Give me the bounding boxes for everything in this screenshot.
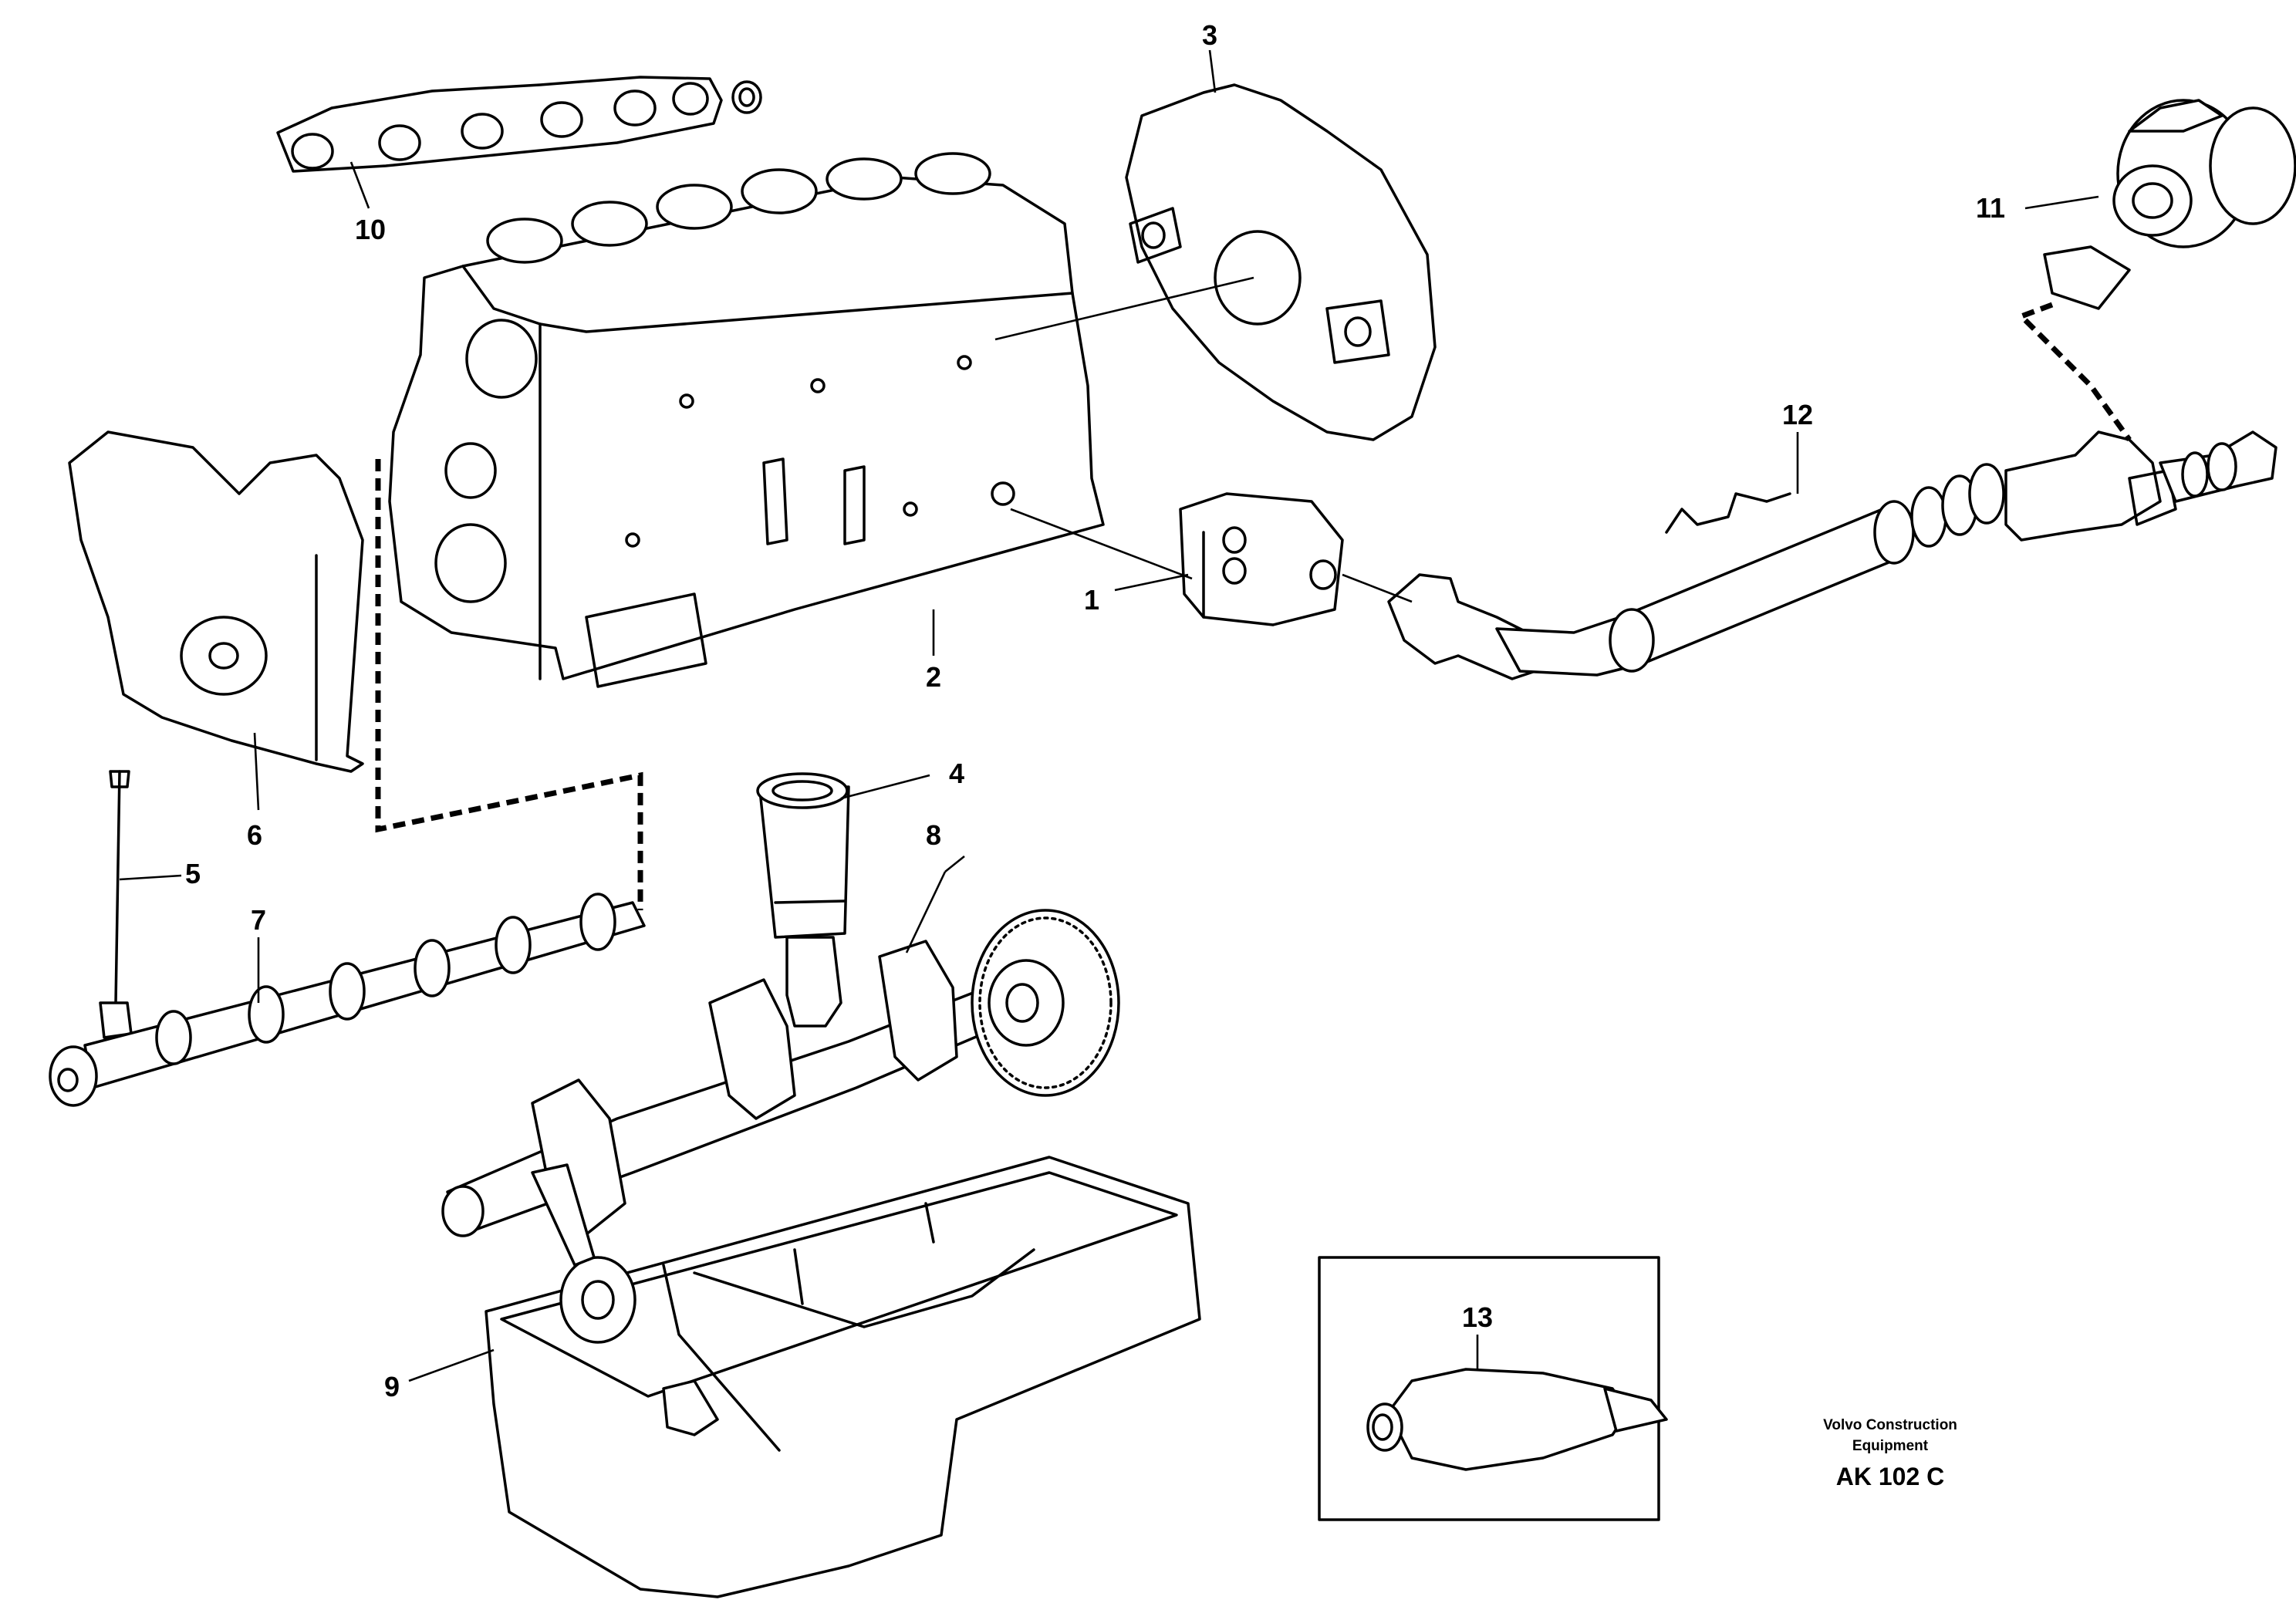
part-manifold xyxy=(276,76,762,173)
caption-code: AK 102 C xyxy=(1836,1463,1945,1490)
callout-13: 13 xyxy=(1462,1301,1493,1333)
part-turbocharger xyxy=(2016,99,2296,442)
part-cylinder-liner xyxy=(756,772,850,939)
part-dipstick xyxy=(99,770,133,1039)
callout-1: 1 xyxy=(1084,584,1099,616)
callout-labels: 1 2 3 4 5 6 7 8 9 10 11 12 13 xyxy=(185,19,2005,1402)
callout-11: 11 xyxy=(1976,192,2005,224)
part-exhaust-pipe xyxy=(1387,430,2277,680)
callout-12: 12 xyxy=(1782,399,1813,430)
dashed-link-camshaft xyxy=(375,459,643,910)
caption-block: Volvo Construction Equipment AK 102 C xyxy=(1823,1417,1957,1490)
part-oil-filter-housing xyxy=(1179,492,1344,626)
link-line-block-housing xyxy=(994,276,1254,341)
callout-2: 2 xyxy=(926,661,941,693)
leader-lines xyxy=(119,49,2099,1382)
callout-7: 7 xyxy=(251,904,266,936)
callout-9: 9 xyxy=(384,1371,400,1402)
caption-company-line2: Equipment xyxy=(1852,1438,1929,1454)
part-timing-cover xyxy=(68,430,364,773)
callout-3: 3 xyxy=(1202,19,1217,51)
callout-8: 8 xyxy=(926,819,941,851)
link-line-filter-pipe xyxy=(1342,573,1413,603)
callout-10: 10 xyxy=(355,214,386,245)
callout-6: 6 xyxy=(247,819,262,851)
part-flywheel-housing xyxy=(1125,83,1437,441)
link-line-block-filter xyxy=(1010,508,1193,580)
callout-5: 5 xyxy=(185,858,201,889)
part-camshaft xyxy=(49,893,646,1107)
caption-company-line1: Volvo Construction xyxy=(1823,1417,1957,1433)
part-cylinder-block xyxy=(388,152,1105,688)
part-oil-sump xyxy=(485,1156,1201,1598)
inset-box-sealant xyxy=(1318,1256,1668,1521)
callout-4: 4 xyxy=(949,758,964,789)
